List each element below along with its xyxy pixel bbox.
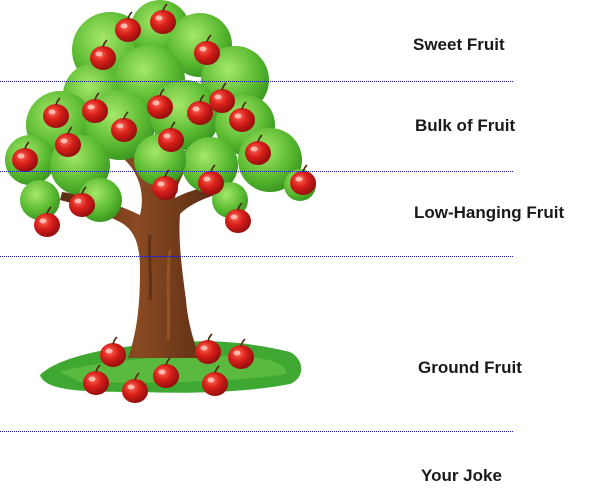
apple <box>209 82 235 113</box>
apple <box>194 34 220 65</box>
apple <box>55 126 81 157</box>
apple <box>228 338 254 369</box>
apple <box>43 97 69 128</box>
label-ground-fruit: Ground Fruit <box>418 358 522 377</box>
trunk <box>60 118 233 358</box>
divider-line <box>0 431 513 432</box>
apple <box>245 134 271 165</box>
apple <box>111 111 137 142</box>
divider-line <box>0 256 513 257</box>
apple <box>150 3 176 34</box>
divider-line <box>0 171 513 172</box>
apple <box>12 141 38 172</box>
label-your-joke: Your Joke <box>421 466 502 485</box>
divider-line <box>0 81 513 82</box>
apple <box>195 333 221 364</box>
apple <box>90 39 116 70</box>
apple <box>229 101 255 132</box>
apple <box>225 202 251 233</box>
apple <box>122 372 148 403</box>
apple <box>83 364 109 395</box>
apple <box>198 164 224 195</box>
apple <box>69 186 95 217</box>
label-low-hanging-fruit: Low-Hanging Fruit <box>414 203 565 222</box>
apple <box>152 169 178 200</box>
apples <box>12 3 316 403</box>
apple <box>202 365 228 396</box>
apple <box>34 206 60 237</box>
apple <box>153 357 179 388</box>
label-bulk-of-fruit: Bulk of Fruit <box>415 116 516 135</box>
apple <box>100 336 126 367</box>
apple <box>158 121 184 152</box>
apple <box>115 11 141 42</box>
apple <box>147 88 173 119</box>
apple <box>187 94 213 125</box>
label-sweet-fruit: Sweet Fruit <box>413 35 505 54</box>
apple <box>82 92 108 123</box>
